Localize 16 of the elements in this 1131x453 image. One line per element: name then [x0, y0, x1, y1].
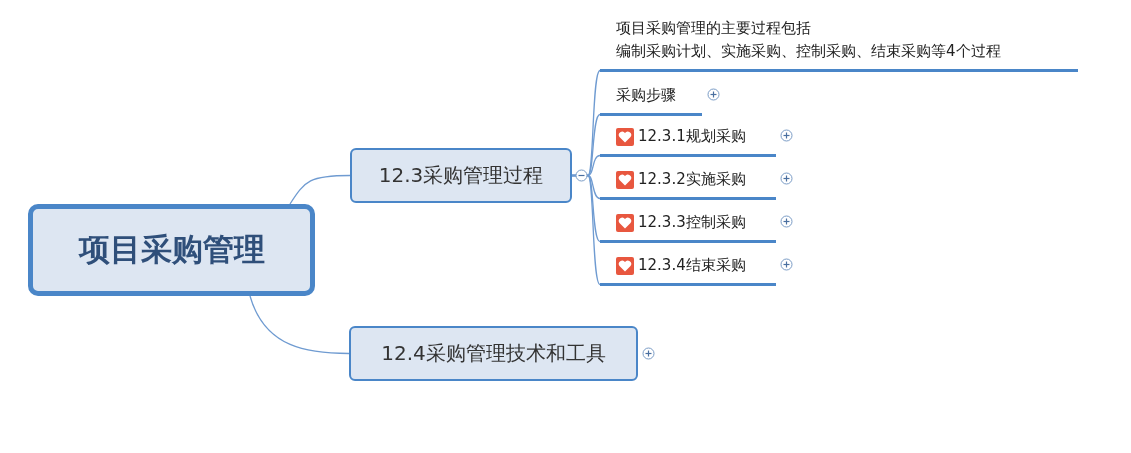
subtopic-text: 编制采购计划、实施采购、控制采购、结束采购等4个过程 [616, 41, 1001, 62]
topic-box [349, 326, 638, 381]
subtopic-text: 12.3.1规划采购 [638, 126, 746, 147]
branch-line [289, 174, 351, 205]
subtopic-text: 12.3.2实施采购 [638, 169, 746, 190]
subtopic-text: 采购步骤 [616, 85, 676, 106]
topic-text: 12.4采购管理技术和工具 [381, 340, 606, 367]
subtopic-text: 项目采购管理的主要过程包括 [616, 18, 811, 39]
central-topic-box [28, 204, 315, 296]
subtopic-text: 12.3.3控制采购 [638, 212, 746, 233]
topic-box [350, 148, 572, 203]
topic-text: 12.3采购管理过程 [378, 162, 544, 189]
topic-text: 项目采购管理 [78, 230, 265, 269]
branch-line [571, 174, 601, 286]
subtopic-text: 12.3.4结束采购 [638, 255, 746, 276]
branch-line [249, 295, 350, 355]
